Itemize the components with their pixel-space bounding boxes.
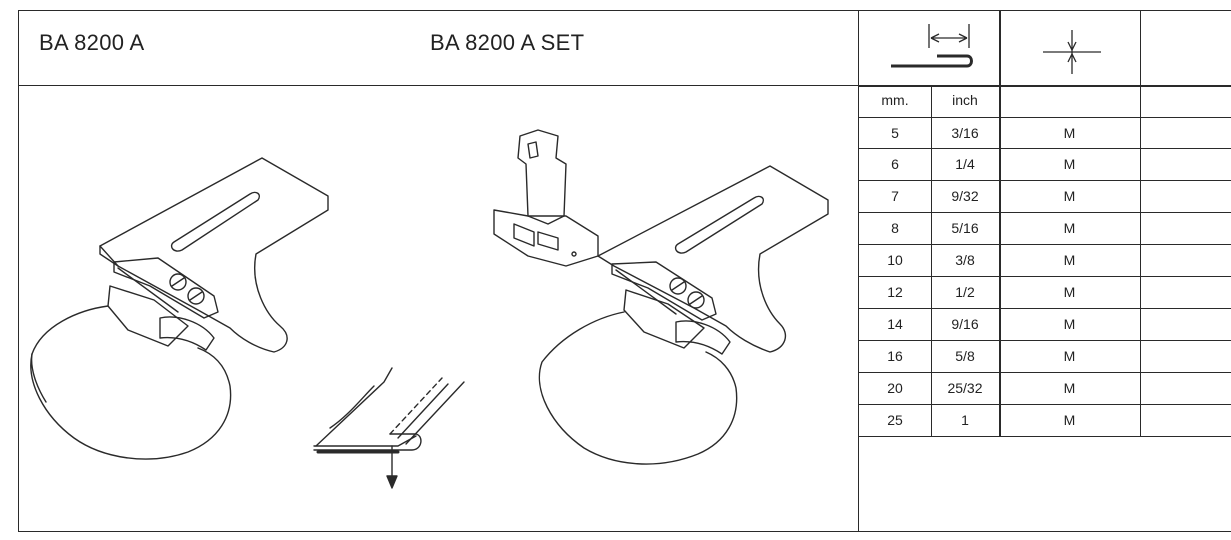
mm-cell: 25 [887, 412, 903, 428]
mm-cell: 16 [887, 348, 903, 364]
inch-cell: 3/16 [951, 125, 979, 141]
inch-cell: 1/4 [955, 156, 975, 172]
gauge-cell: M [1063, 220, 1076, 236]
table-row-divider [859, 436, 1231, 437]
inch-cell: 5/8 [955, 348, 975, 364]
table-row-divider [859, 372, 1231, 373]
inch-cell: 1/2 [955, 284, 975, 300]
model-set-title: BA 8200 A SET [430, 30, 585, 55]
inch-cell: 9/32 [951, 188, 979, 204]
gauge-cell: M [1063, 252, 1076, 268]
unit-mm-header: mm. [881, 92, 909, 108]
gauge-cell: M [1063, 125, 1076, 141]
inch-cell: 25/32 [947, 380, 983, 396]
gauge-cell: M [1063, 284, 1076, 300]
mm-cell: 12 [887, 284, 903, 300]
mm-cell: 10 [887, 252, 903, 268]
mm-cell: 7 [891, 188, 899, 204]
table-row-divider [859, 212, 1231, 213]
table-row-divider [859, 148, 1231, 149]
column-divider [931, 85, 932, 436]
table-row-divider [859, 180, 1231, 181]
table-row-divider [859, 340, 1231, 341]
unit-inch-header: inch [952, 92, 978, 108]
inch-cell: 5/16 [951, 220, 979, 236]
size-table: mm. inch 5 3/16 M 6 1/4 M 7 9/32 M 8 5/1… [858, 10, 1231, 532]
gauge-cell: M [1063, 316, 1076, 332]
binder-set-with-presser-foot-drawing [493, 129, 829, 465]
column-divider [1140, 10, 1141, 436]
mm-cell: 20 [887, 380, 903, 396]
table-row-divider [859, 404, 1231, 405]
table-header-divider [859, 85, 1231, 87]
gauge-cell: M [1063, 188, 1076, 204]
gauge-cell: M [1063, 412, 1076, 428]
sheet-frame [18, 10, 1231, 532]
gauge-cell: M [1063, 380, 1076, 396]
header-row: BA 8200 A BA 8200 A SET [18, 10, 858, 86]
binder-attachment-drawing [30, 157, 329, 460]
folded-fabric-detail-drawing [313, 367, 465, 489]
mm-cell: 14 [887, 316, 903, 332]
mm-cell: 5 [891, 125, 899, 141]
gauge-cell: M [1063, 156, 1076, 172]
inch-cell: 3/8 [955, 252, 975, 268]
column-divider [999, 10, 1001, 436]
needle-position-icon [1043, 30, 1101, 74]
illustration-area [30, 129, 829, 489]
inch-cell: 1 [961, 412, 969, 428]
table-row-divider [859, 276, 1231, 277]
mm-cell: 8 [891, 220, 899, 236]
gauge-cell: M [1063, 348, 1076, 364]
model-code: BA 8200 A [39, 30, 145, 55]
table-row-divider [859, 117, 1231, 118]
fold-width-icon [891, 24, 973, 68]
table-row-divider [859, 308, 1231, 309]
inch-cell: 9/16 [951, 316, 979, 332]
table-row-divider [859, 244, 1231, 245]
mm-cell: 6 [891, 156, 899, 172]
